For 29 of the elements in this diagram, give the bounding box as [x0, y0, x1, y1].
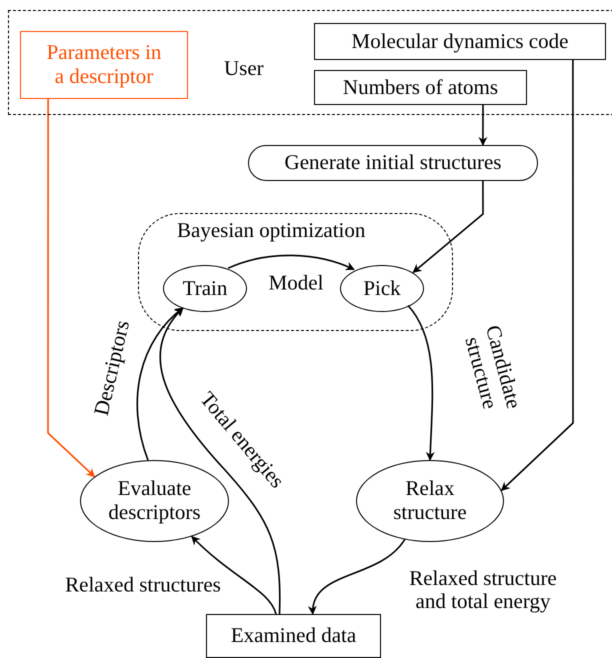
- node-label: Numbers of atoms: [342, 76, 498, 100]
- node-label: User: [224, 57, 264, 81]
- process-pill: [248, 145, 538, 181]
- process-ellipse: [356, 460, 504, 542]
- arrow: [47, 98, 96, 478]
- process-ellipse: [163, 265, 247, 312]
- arrow: [160, 307, 281, 614]
- process-ellipse: [340, 265, 424, 312]
- node-label: Bayesian optimization: [177, 219, 366, 243]
- input-box: [314, 23, 606, 60]
- input-box: [314, 70, 527, 105]
- input-box: [20, 31, 188, 99]
- node-label: Relax structure: [392, 477, 468, 525]
- node-label: Pick: [363, 276, 401, 300]
- arrow: [500, 59, 574, 492]
- arrow: [478, 104, 488, 146]
- arrow: [191, 536, 277, 614]
- node-label: Molecular dynamics code: [352, 30, 568, 54]
- node-label: Train: [182, 276, 228, 300]
- user-region: [8, 10, 612, 115]
- arrow: [308, 539, 406, 615]
- arrow: [407, 305, 435, 461]
- process-ellipse: [80, 460, 229, 542]
- input-box: [206, 614, 381, 658]
- node-label: Generate initial structures: [284, 151, 502, 175]
- arrow: [228, 254, 355, 270]
- node-label: Examined data: [230, 624, 356, 648]
- arrow: [412, 181, 484, 274]
- node-label: Parameters in a descriptor: [46, 41, 162, 89]
